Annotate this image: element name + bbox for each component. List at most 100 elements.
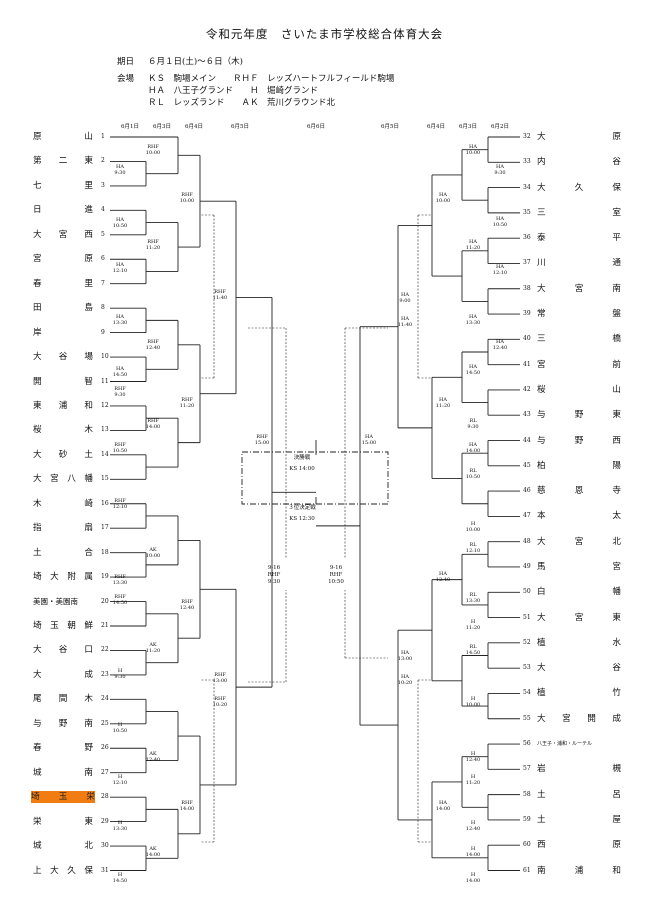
team-name: 大成 bbox=[33, 669, 93, 681]
team-name-char: 土 bbox=[84, 449, 93, 460]
team-number: 51 bbox=[523, 613, 531, 621]
team-name-char: 谷 bbox=[612, 663, 621, 674]
team-name-char: 成 bbox=[612, 713, 621, 724]
team-name-char: 久 bbox=[67, 865, 76, 876]
team-name-char: 野 bbox=[574, 410, 584, 421]
placement-right-time: 10:50 bbox=[328, 579, 344, 585]
match-venue: H bbox=[470, 820, 476, 826]
team-name-char: 宮 bbox=[537, 359, 546, 370]
match-time: 12:10 bbox=[492, 270, 508, 276]
team-name-char: 玉 bbox=[58, 792, 68, 803]
team-name-char: 原 bbox=[612, 840, 621, 851]
team-number: 55 bbox=[523, 714, 531, 722]
team-name-char: 七 bbox=[33, 180, 42, 191]
match-time: 13:00 bbox=[212, 678, 228, 684]
match-venue: H bbox=[470, 846, 476, 852]
team-name: 木崎 bbox=[33, 498, 93, 510]
team-name-char: 槻 bbox=[612, 764, 621, 775]
match-venue: HA bbox=[496, 164, 504, 170]
team-name: 埼玉栄 bbox=[31, 791, 95, 804]
match-venue: HA bbox=[469, 144, 477, 150]
team-name-char: 呂 bbox=[612, 789, 621, 800]
team-name-char: 宮 bbox=[612, 561, 621, 572]
team-name: 大砂土 bbox=[33, 449, 93, 461]
team-number: 33 bbox=[523, 158, 531, 166]
team-entry: 大宮八幡 15 bbox=[33, 473, 113, 485]
date-header: 6月4日 bbox=[427, 124, 445, 130]
match-time: 10:50 bbox=[465, 474, 481, 480]
match-venue: RL bbox=[469, 592, 477, 598]
team-name-char: 三 bbox=[537, 207, 546, 218]
team-name: 美園・美園南 bbox=[33, 596, 78, 606]
team-name-char: 本 bbox=[537, 511, 546, 522]
match-venue: HA bbox=[401, 316, 409, 322]
team-name-char: 保 bbox=[84, 865, 93, 876]
team-name-char: 智 bbox=[84, 376, 93, 387]
team-number: 16 bbox=[101, 499, 109, 507]
match-time: 9:30 bbox=[467, 424, 479, 430]
team-number: 30 bbox=[101, 842, 109, 850]
match-venue: RHF bbox=[114, 574, 126, 580]
team-name-char: 和 bbox=[612, 865, 621, 876]
team-name-char: 宮 bbox=[574, 612, 584, 623]
team-number: 35 bbox=[523, 208, 531, 216]
match-time: 12:40 bbox=[435, 577, 451, 583]
team-name-char: 進 bbox=[84, 205, 93, 216]
team-name: 東浦和 bbox=[33, 400, 93, 412]
team-name-char: 柏 bbox=[537, 460, 546, 471]
team-number: 40 bbox=[523, 335, 531, 343]
team-name-char: 田 bbox=[33, 303, 42, 314]
team-name-char: 大 bbox=[537, 283, 546, 294]
team-number: 45 bbox=[523, 461, 531, 469]
match-venue: HA bbox=[116, 217, 124, 223]
team-name-char: 宮 bbox=[574, 536, 584, 547]
placement-left-label: 9-16 bbox=[267, 565, 281, 571]
match-time: 11:20 bbox=[465, 245, 481, 251]
team-number: 53 bbox=[523, 664, 531, 672]
team-name: 開智 bbox=[33, 376, 93, 388]
match-time: 12:40 bbox=[492, 345, 508, 351]
team-name: 大宮八幡 bbox=[33, 473, 93, 485]
team-name-char: 大 bbox=[537, 536, 546, 547]
team-name-char: 寺 bbox=[612, 486, 621, 497]
team-number: 37 bbox=[523, 259, 531, 267]
team-name-char: 属 bbox=[84, 572, 93, 583]
team-name-char: 南 bbox=[84, 718, 93, 729]
third-place-label: ３位決定戦 bbox=[288, 505, 316, 511]
team-name: 常盤 bbox=[537, 308, 621, 320]
match-time: 14:50 bbox=[112, 878, 128, 884]
team-number: 59 bbox=[523, 815, 531, 823]
team-name: 内谷 bbox=[537, 156, 621, 168]
team-name-char: 春 bbox=[33, 278, 42, 289]
team-number: 7 bbox=[101, 279, 105, 287]
match-time: 14:00 bbox=[465, 852, 481, 858]
team-number: 15 bbox=[101, 475, 109, 483]
match-venue: AK bbox=[149, 751, 157, 757]
match-venue: HA bbox=[439, 397, 447, 403]
team-name-char: 島 bbox=[84, 303, 93, 314]
team-name-char: 大 bbox=[33, 669, 42, 680]
team-name-char: 大 bbox=[537, 612, 546, 623]
match-time: 14:00 bbox=[179, 806, 195, 812]
